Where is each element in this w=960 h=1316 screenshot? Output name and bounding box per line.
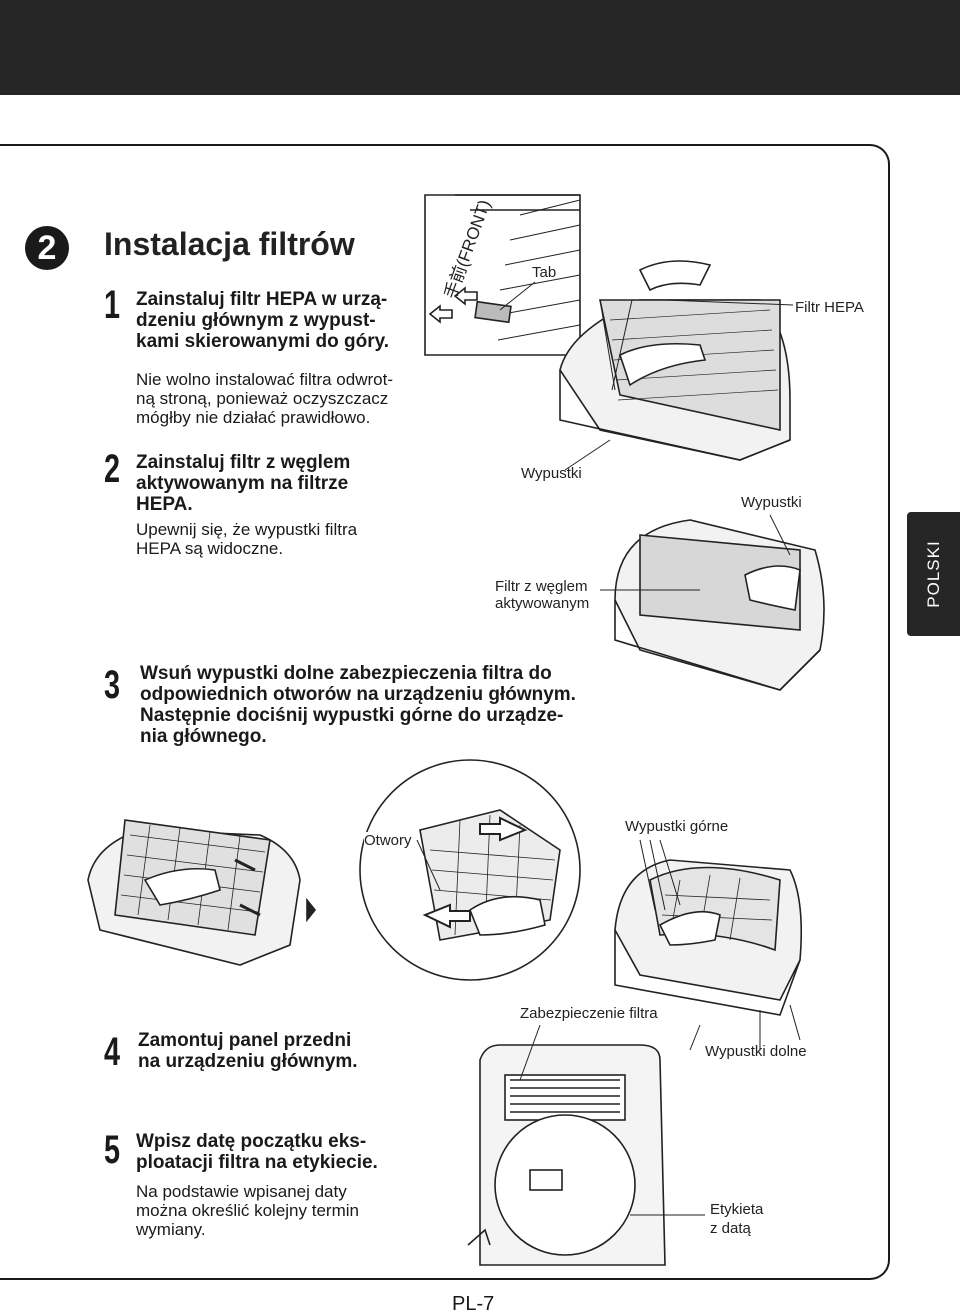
tabs-label-2: Wypustki: [741, 494, 802, 511]
top-header-bar: [0, 0, 960, 95]
step-5-instruction: Wpisz datę początku eks-ploatacji filtra…: [136, 1131, 378, 1173]
hepa-filter-label: Filtr HEPA: [795, 299, 864, 316]
tab-label: Tab: [532, 264, 557, 281]
hepa-filter-illustration: [559, 260, 791, 461]
filter-guard-label: Zabezpieczenie filtra: [520, 1005, 658, 1022]
step-5-number: 5: [104, 1128, 121, 1172]
step-2-number: 2: [104, 447, 121, 491]
upper-tabs-label: Wypustki górne: [625, 818, 729, 835]
step3-right-illustration: [614, 859, 802, 1016]
page-number: PL-7: [452, 1293, 495, 1315]
purifier-front-illustration: [467, 1044, 666, 1266]
language-tab: POLSKI: [907, 512, 960, 636]
section-number-badge: 2: [25, 226, 69, 270]
leader-lines: [499, 281, 801, 1216]
step3-detail-illustration: [359, 759, 581, 981]
tabs-label-1: Wypustki: [521, 465, 582, 482]
carbon-filter-illustration: [614, 519, 825, 691]
holes-label: Otwory: [364, 832, 412, 849]
lower-tabs-label: Wypustki dolne: [705, 1043, 807, 1060]
step-4-number: 4: [104, 1030, 121, 1074]
step-3-number: 3: [104, 663, 121, 707]
step-3-instruction: Wsuń wypustki dolne zabezpieczenia filtr…: [140, 663, 576, 747]
step-1-number: 1: [104, 283, 121, 327]
step-1-instruction: Zainstaluj filtr HEPA w urzą-dzeniu głów…: [136, 289, 390, 352]
section-title: Instalacja filtrów: [104, 226, 355, 262]
step-1-note: Nie wolno instalować filtra odwrot-ną st…: [136, 370, 393, 427]
content-frame: [0, 144, 890, 1280]
step3-left-illustration: [87, 819, 317, 966]
